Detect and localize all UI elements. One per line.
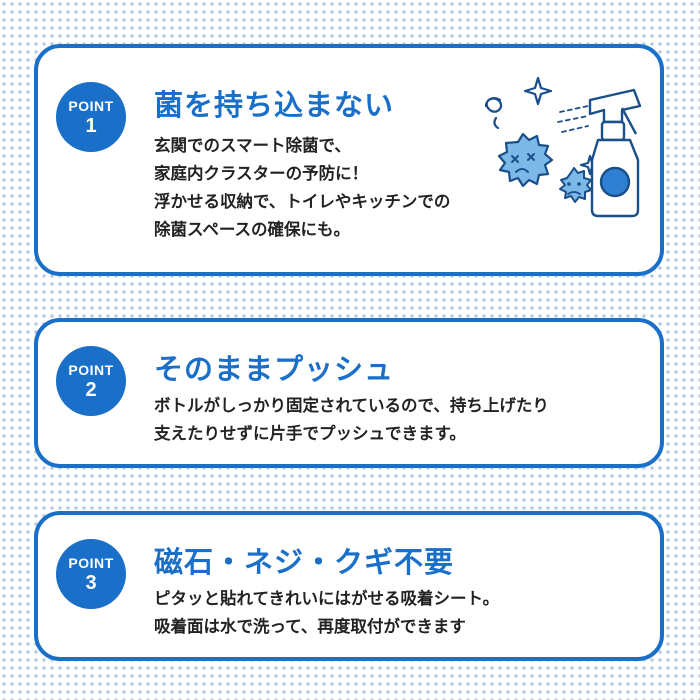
point-title-3: 磁石・ネジ・クギ不要 <box>154 545 455 579</box>
description-line: 吸着面は水で洗って、再度取付ができます <box>154 617 466 636</box>
spray-mist-icon <box>557 105 589 133</box>
description-line: 除菌スペースの確保にも。 <box>154 220 351 239</box>
badge-word: POINT <box>68 555 114 571</box>
point-card-1: POINT 1 菌を持ち込まない 玄関でのスマート除菌で、 家庭内クラスターの予… <box>34 44 664 276</box>
description-line: 玄関でのスマート除菌で、 <box>154 136 351 155</box>
germ-icon <box>559 167 592 203</box>
spray-bottle-icon <box>588 88 642 218</box>
point-title-1: 菌を持ち込まない <box>154 88 395 122</box>
spray-germ-illustration <box>484 76 642 218</box>
point-card-2: POINT 2 そのままプッシュ ボトルがしっかり固定されているので、持ち上げた… <box>34 318 664 468</box>
description-line: 家庭内クラスターの予防に！ <box>154 164 369 183</box>
point-description-3: ピタッと貼れてきれいにはがせる吸着シート。 吸着面は水で洗って、再度取付ができま… <box>154 585 499 641</box>
description-line: ピタッと貼れてきれいにはがせる吸着シート。 <box>154 589 500 608</box>
swirl-icon <box>484 97 503 130</box>
badge-number: 3 <box>85 572 97 594</box>
description-line: ボトルがしっかり固定されているので、持ち上げたり <box>154 396 549 415</box>
badge-number: 1 <box>85 115 97 137</box>
point-title-2: そのままプッシュ <box>154 352 395 386</box>
point-badge-3: POINT 3 <box>56 539 126 609</box>
point-description-2: ボトルがしっかり固定されているので、持ち上げたり 支えたりせずに片手でプッシュで… <box>154 392 549 448</box>
description-line: 支えたりせずに片手でプッシュできます。 <box>154 424 466 443</box>
point-card-3: POINT 3 磁石・ネジ・クギ不要 ピタッと貼れてきれいにはがせる吸着シート。… <box>34 511 664 661</box>
point-badge-1: POINT 1 <box>56 82 126 152</box>
badge-number: 2 <box>85 379 97 401</box>
point-badge-2: POINT 2 <box>56 346 126 416</box>
badge-word: POINT <box>68 98 114 114</box>
germ-icon <box>497 132 554 188</box>
badge-word: POINT <box>68 362 114 378</box>
description-line: 浮かせる収納で、トイレやキッチンでの <box>154 192 451 211</box>
point-description-1: 玄関でのスマート除菌で、 家庭内クラスターの予防に！ 浮かせる収納で、トイレやキ… <box>154 132 450 244</box>
